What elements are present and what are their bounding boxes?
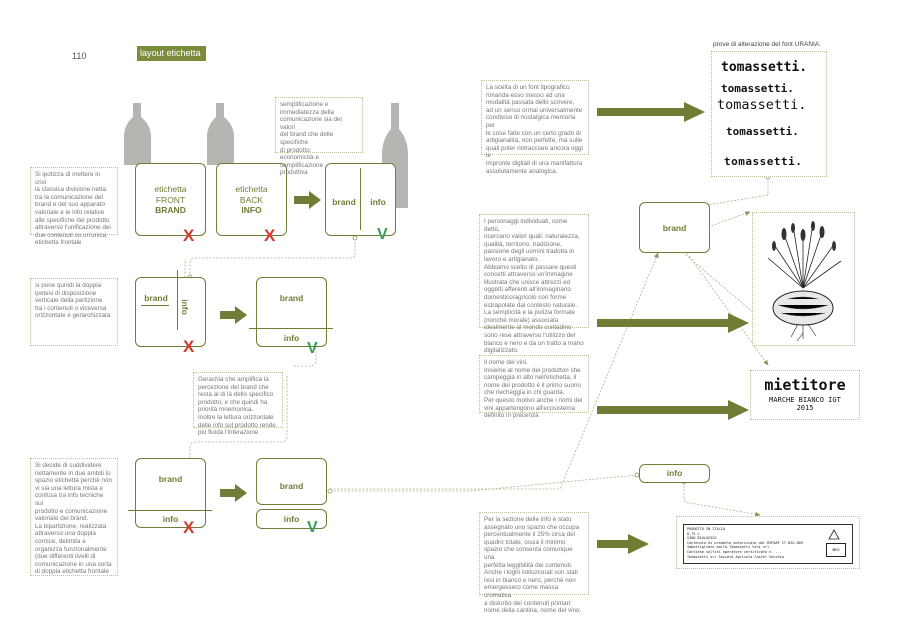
info-line: Contenuto di prodotto autorizzato dal MI… [687,540,803,545]
divider [360,168,361,230]
info-label-panel: PRODOTTO IN ITALIA 0,75 L VINO BIOLOGICO… [676,516,860,569]
reject-mark: X [183,337,195,356]
info-label: info [283,514,300,524]
approve-mark: V [307,519,318,536]
front-brand-box: etichetta FRONT BRAND [135,163,206,236]
wine-name-panel: mietitore MARCHE BIANCO IGT 2015 [750,370,860,420]
note-simplification: semplificazione e immediatezza della com… [275,97,363,176]
font-sample-4: tomassetti. [726,125,799,138]
note-typeface: La scelta di un font tipografico rimanda… [481,80,589,175]
arrow-row2 [220,306,247,324]
info-label-rotated: info [180,299,190,315]
info-text-block: PRODOTTO IN ITALIA 0,75 L VINO BIOLOGICO… [687,527,803,559]
big-arrow-4 [597,534,649,554]
brand-node: brand [639,202,710,253]
info-label: info [370,197,386,207]
big-arrow-1 [597,102,705,122]
note-wine-names: Il nome dei vini. Insieme al nome dei pr… [479,355,589,419]
note-illustration: I personaggi individuati, come detto, ri… [479,214,589,354]
wheat-beet-illustration [767,221,842,342]
connector-info-to-label [683,482,761,517]
note-info-section: Per la sezione delle info è stato assegn… [479,512,589,614]
brand-label: brand [158,474,183,484]
brand-label: brand [662,223,687,233]
single-frame-option-box: brand info [128,458,212,528]
wine-name: mietitore [764,376,846,394]
note-double-hypothesis: si pone quindi la doppia ipotesi di disp… [30,278,118,346]
brand-label: brand [144,293,168,303]
brand-horizontal-option-box: brand info [249,277,333,347]
back-label-line2: BACK [239,194,264,205]
back-info-box: etichetta BACK INFO [216,163,287,236]
brand-label: brand [279,293,304,303]
connector-brand-to-illustration [679,249,761,319]
bottle-icon [207,103,234,165]
front-label-line3: BRAND [155,205,186,215]
approve-mark: V [377,226,388,243]
info-node: info [639,464,710,483]
wine-year: 2015 [796,404,814,412]
divider [177,270,178,330]
note-hierarchy: Gerachia che amplifica la percezione del… [193,372,283,436]
info-line: PRODOTTO IN ITALIA [687,527,725,531]
front-label-line2: FRONT [155,194,186,205]
wine-type: MARCHE BIANCO IGT [769,396,841,404]
page-title: layout etichetta [137,46,206,61]
brand-info-vertical-box: brand info [325,163,396,236]
illustration-panel [752,212,855,346]
info-line: 0,75 L [687,531,700,536]
info-label: info [666,468,683,478]
info-label: info [283,333,300,343]
arrow-row1 [294,191,321,209]
recycle-icon [828,529,840,540]
info-label: info [162,514,179,524]
font-caption: prove di alterazione del font URANIA: [713,41,822,48]
page-number: 110 [72,51,87,61]
connector-row1-row2 [189,238,356,277]
reject-mark: X [264,226,276,245]
connector-brand-to-font [707,211,751,228]
reject-mark: X [183,518,195,537]
note-bipartition: Si decide di suddividere nettamente in d… [30,458,118,576]
info-line: Contiene solfiti operatore certificato n… [687,549,782,554]
double-frame-brand-box: brand [256,458,327,505]
organic-logo-icon: BIO [826,543,846,557]
divider [128,510,212,511]
connector-v-to-note4 [292,344,317,367]
font-samples-panel: tomassetti. tomassetti. tomassetti. toma… [711,51,827,177]
back-label-line3: INFO [241,205,262,215]
connector-to-info [330,474,638,492]
info-line: Tomassetti srl Società Agricola Castel V… [687,554,784,559]
connector-to-brand [330,252,659,490]
back-label-line1: etichetta [235,184,268,194]
note-unified-label: Si ipotizza di mettere in crisi la class… [30,167,118,246]
connector-row2-row3 [189,376,288,460]
underline [141,305,169,306]
font-sample-2: tomassetti. [721,82,794,95]
font-sample-5: tomassetti. [724,155,803,168]
info-label-frame: PRODOTTO IN ITALIA 0,75 L VINO BIOLOGICO… [683,524,853,564]
arrow-row3 [220,484,247,502]
reject-mark: X [183,226,195,245]
big-arrow-3 [597,400,749,420]
connector-font-to-brand [707,177,769,206]
info-line: VINO BIOLOGICO [687,536,717,541]
double-frame-info-box: info [256,509,327,529]
front-label-line1: etichetta [154,184,187,194]
brand-label: brand [332,197,356,207]
big-arrow-2 [597,313,749,333]
brand-vertical-option-box: brand info [135,270,206,347]
font-sample-1: tomassetti. [721,60,808,75]
info-line: Imbottigliato dalla Tomassetti Vini srl [687,545,770,550]
approve-mark: V [307,340,318,357]
brand-label: brand [279,481,304,491]
font-sample-3: tomassetti. [717,97,807,113]
connector-brand-to-wine [686,252,769,366]
bottle-icon [124,103,151,165]
divider [249,328,333,329]
